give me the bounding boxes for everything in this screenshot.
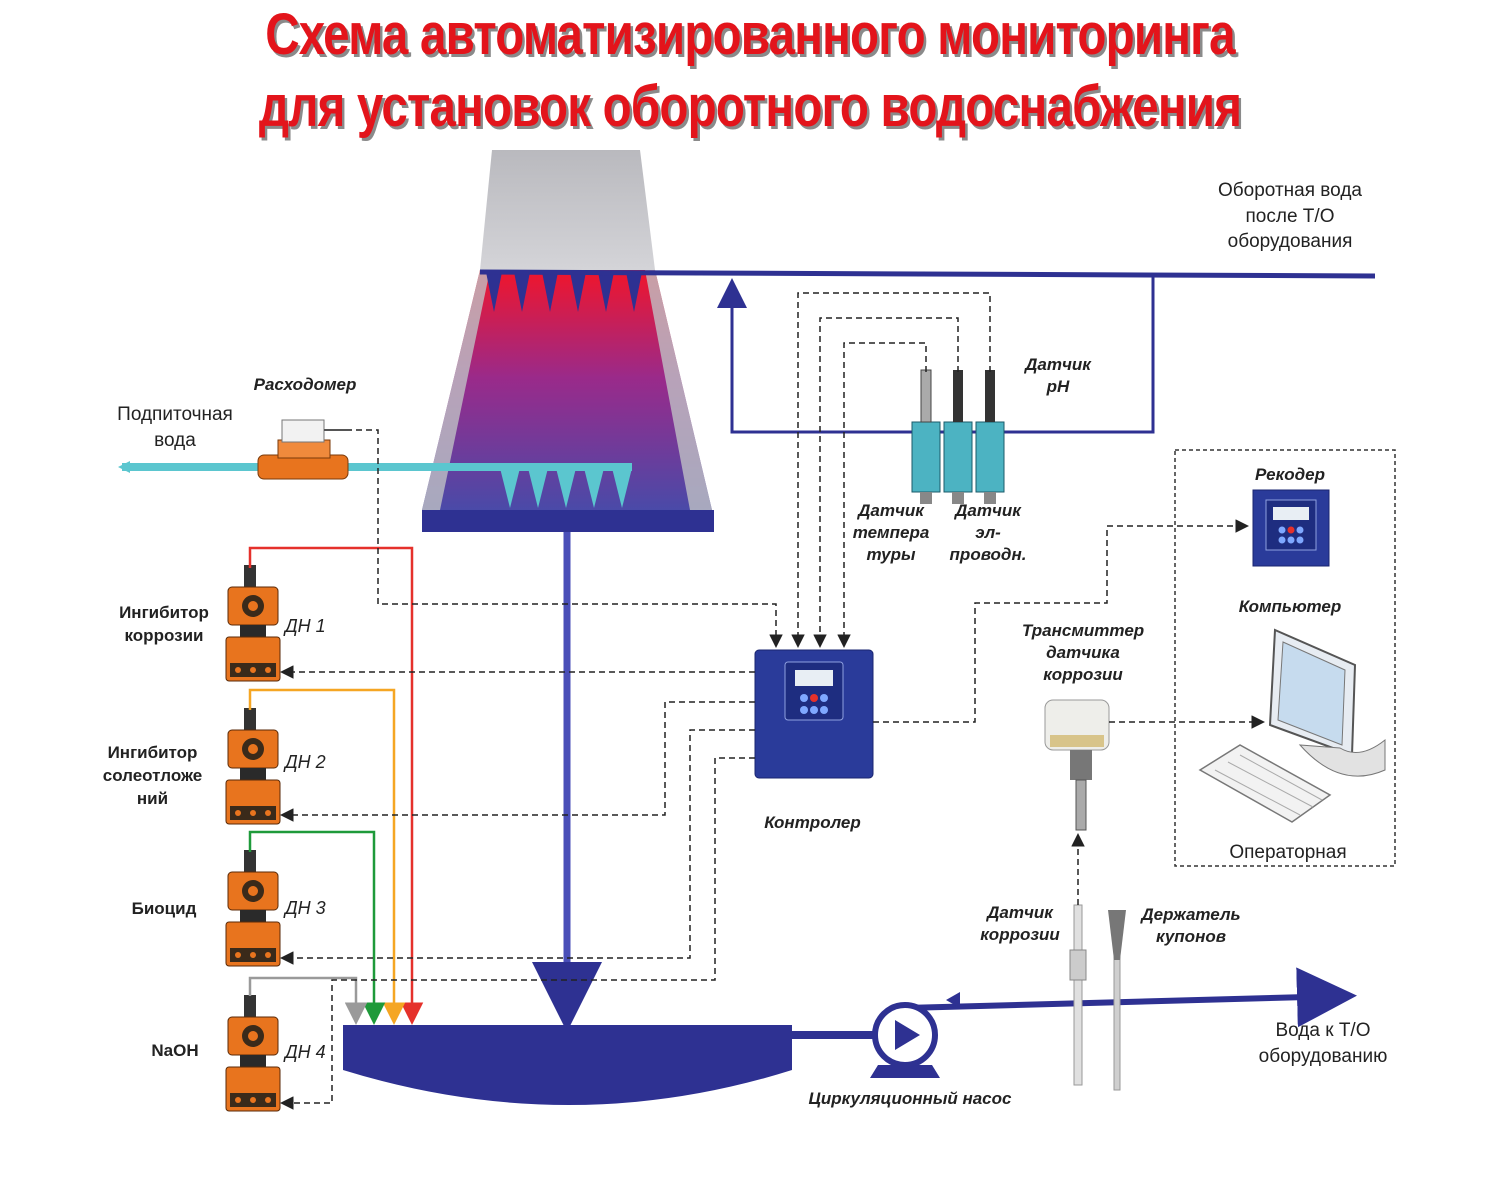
makeup-water-label: Подпиточная вода xyxy=(117,404,233,451)
operator-room-label: Операторная xyxy=(1229,842,1347,863)
makeup-nozzles xyxy=(500,468,632,508)
dosing-pump-dn2 xyxy=(225,708,281,825)
diagram-title-line-2: для установок оборотного водоснабжения xyxy=(258,74,1242,139)
recorder-device xyxy=(1252,489,1330,567)
flowmeter-signal xyxy=(356,429,783,648)
temp-signal xyxy=(837,342,927,648)
pump-name-dn4: NaOH xyxy=(151,1041,199,1060)
spray-nozzles xyxy=(486,272,642,312)
chemical-feed-lines xyxy=(248,546,424,1025)
dosing-pump-dn3 xyxy=(225,850,281,967)
circulation-pump xyxy=(870,1002,940,1078)
diagram-title-line-1: Схема автоматизированного мониторинга xyxy=(265,2,1235,67)
coupon-holder xyxy=(1108,910,1126,1091)
feed-line-dn1 xyxy=(248,546,424,1025)
dosing-pump-dn1 xyxy=(225,565,281,682)
controller-label: Контролер xyxy=(764,813,861,832)
feed-line-dn4 xyxy=(248,976,368,1025)
circulation-pump-label: Циркуляционный насос xyxy=(808,1089,1012,1108)
computer-device xyxy=(1198,628,1386,823)
dn4-control xyxy=(280,757,755,1110)
dn3-control xyxy=(280,729,755,965)
cooling-tower xyxy=(422,150,714,532)
cond-sensor-label: Датчик эл- проводн. xyxy=(949,501,1027,565)
signal-lines xyxy=(280,292,1265,1110)
pump-name-dn2: Ингибитор солеотложе ний xyxy=(102,743,203,808)
ph-signal xyxy=(791,292,991,648)
corrosion-transmitter-device xyxy=(1044,699,1110,831)
pump-tag-dn4: ДН 4 xyxy=(285,1042,326,1062)
recorder-signal xyxy=(873,519,1249,723)
dn2-control xyxy=(280,701,755,822)
corrosion-sensor-label: Датчик коррозии xyxy=(980,903,1060,945)
controller-device xyxy=(754,649,874,779)
pump-tag-dn2: ДН 2 xyxy=(285,752,326,772)
flowmeter-device xyxy=(257,419,352,480)
makeup-water-pipe xyxy=(118,461,632,473)
temp-sensor-label: Датчик темпера туры xyxy=(852,501,930,565)
dosing-pumps-layer xyxy=(225,565,281,1112)
feed-line-dn3 xyxy=(248,830,386,1025)
sensor-assembly xyxy=(910,369,1012,504)
operator-room-box xyxy=(1174,449,1396,867)
water-to-equipment-label: Вода к Т/О оборудованию xyxy=(1258,1020,1388,1067)
computer-label: Компьютер xyxy=(1238,597,1342,616)
corrosion-probe xyxy=(1069,904,1087,1086)
pump-name-dn1: Ингибитор коррозии xyxy=(119,603,209,645)
pump-tag-dn1: ДН 1 xyxy=(285,616,326,636)
flowmeter-label: Расходомер xyxy=(253,375,357,394)
pump-tag-dn3: ДН 3 xyxy=(285,898,326,918)
cond-signal xyxy=(813,317,959,648)
coupon-holder-label: Держатель купонов xyxy=(1141,905,1241,947)
return-water-label: Оборотная вода после Т/О оборудования xyxy=(1218,180,1362,253)
ph-sensor-label: Датчик рН xyxy=(1025,355,1091,397)
outlet-pipe xyxy=(792,967,1357,1039)
transmitter-label: Трансмиттер датчика коррозии xyxy=(1021,621,1145,685)
water-basin xyxy=(343,1025,792,1105)
dosing-pump-dn4 xyxy=(225,995,281,1112)
pump-name-dn3: Биоцид xyxy=(131,899,197,918)
recorder-label: Рекодер xyxy=(1255,465,1325,484)
feed-line-dn2 xyxy=(248,688,406,1025)
